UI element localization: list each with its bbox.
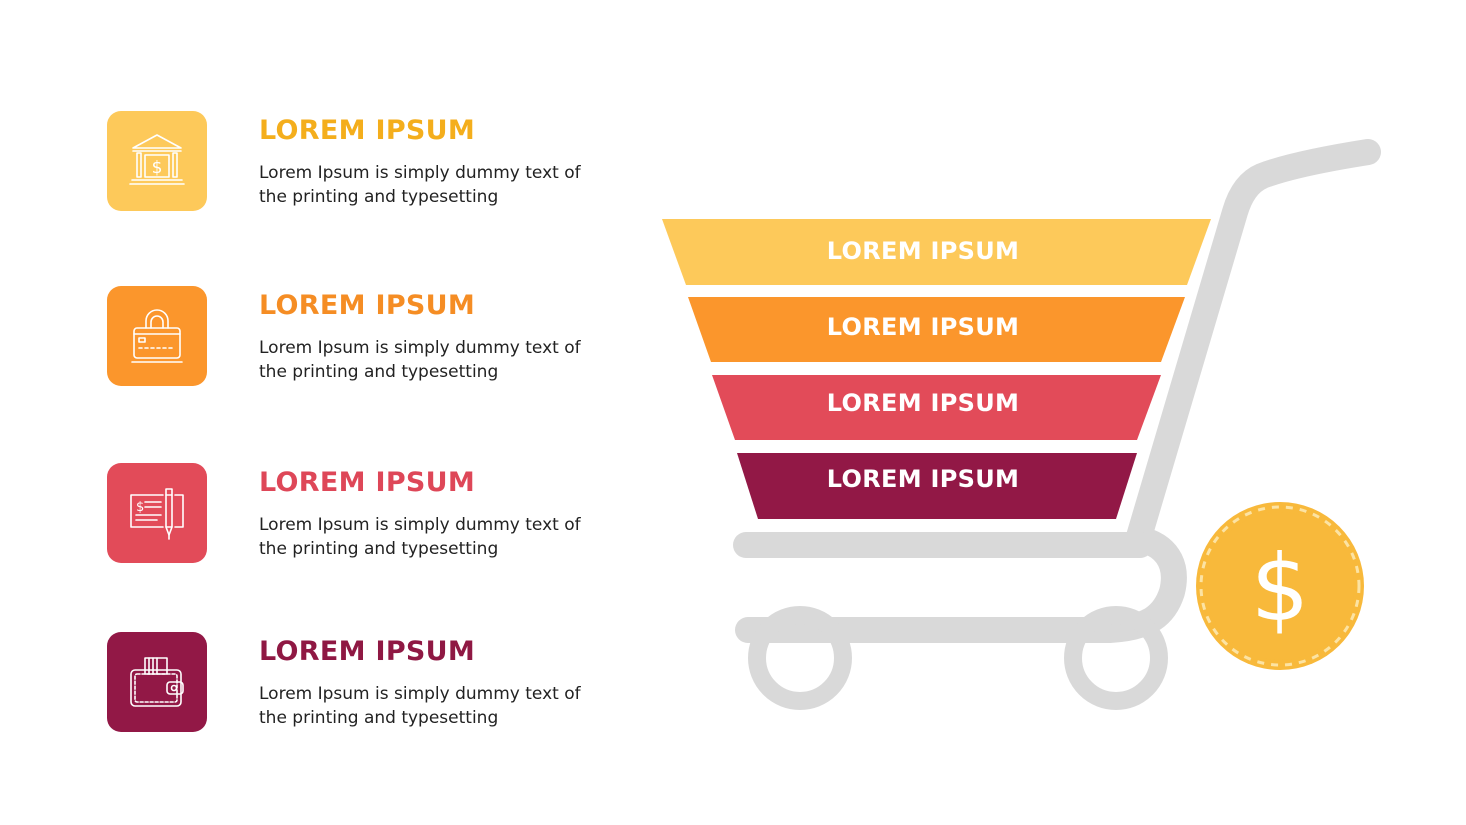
item-title: LOREM IPSUM bbox=[259, 290, 476, 321]
funnel-band-1 bbox=[662, 219, 1211, 285]
bank-icon: $ bbox=[107, 111, 207, 211]
funnel-band-2-label: LOREM IPSUM bbox=[827, 313, 1019, 341]
svg-text:$: $ bbox=[152, 158, 163, 178]
item-1: $ LOREM IPSUM Lorem Ipsum is simply dumm… bbox=[107, 111, 627, 211]
item-description: Lorem Ipsum is simply dummy text of the … bbox=[259, 338, 581, 382]
wallet-icon bbox=[107, 632, 207, 732]
funnel-band-3-label: LOREM IPSUM bbox=[827, 389, 1019, 417]
funnel-band-1-label: LOREM IPSUM bbox=[827, 237, 1019, 265]
item-description: Lorem Ipsum is simply dummy text of the … bbox=[259, 684, 581, 728]
funnel-band-2 bbox=[688, 297, 1185, 362]
card-lock-icon bbox=[107, 286, 207, 386]
shopping-cart-icon bbox=[733, 139, 1381, 710]
funnel-band-4 bbox=[737, 453, 1137, 519]
svg-text:$: $ bbox=[136, 500, 144, 515]
item-description: Lorem Ipsum is simply dummy text of the … bbox=[259, 515, 581, 559]
coin-symbol: $ bbox=[1251, 535, 1310, 642]
item-title: LOREM IPSUM bbox=[259, 115, 476, 146]
cheque-icon: $ bbox=[107, 463, 207, 563]
funnel-band-3 bbox=[712, 375, 1161, 440]
item-3: $ LOREM IPSUM Lorem Ipsum is simply dumm… bbox=[107, 463, 627, 563]
item-description: Lorem Ipsum is simply dummy text of the … bbox=[259, 163, 581, 207]
funnel-band-4-label: LOREM IPSUM bbox=[827, 465, 1019, 493]
item-4: LOREM IPSUM Lorem Ipsum is simply dummy … bbox=[107, 632, 627, 732]
dollar-coin-icon: $ bbox=[1196, 502, 1364, 670]
item-title: LOREM IPSUM bbox=[259, 636, 476, 667]
item-title: LOREM IPSUM bbox=[259, 467, 476, 498]
item-2: LOREM IPSUM Lorem Ipsum is simply dummy … bbox=[107, 286, 627, 386]
funnel: LOREM IPSUM LOREM IPSUM LOREM IPSUM LORE… bbox=[662, 219, 1211, 519]
